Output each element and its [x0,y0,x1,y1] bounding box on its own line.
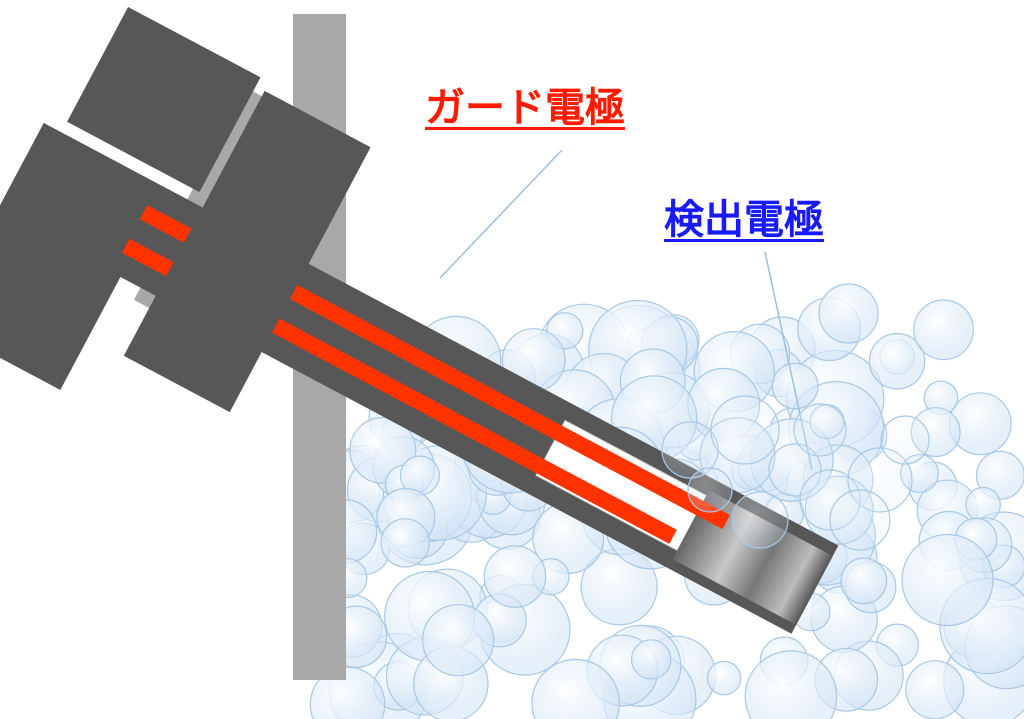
bubble [710,395,780,465]
bubble [913,299,974,361]
bubble [706,660,742,696]
bubble [965,486,1001,523]
bubble [380,518,430,568]
probe-head-block-upper [67,6,261,193]
bubble [631,639,672,680]
bubble [818,283,879,344]
bubble [531,658,620,719]
detection-electrode-tip [672,490,833,625]
bubble [829,489,891,551]
bubble [687,467,733,513]
bubble [309,666,386,719]
bubble [793,403,847,457]
bubble [731,491,789,549]
sensor-probe-icon [0,6,839,634]
bubble [905,660,965,719]
bubble [868,332,926,390]
bubble [744,650,838,719]
guard-electrode-label: ガード電極 [425,85,625,131]
bubble [483,545,547,608]
bubble [901,533,994,627]
guard-leader-line [439,149,563,279]
bubble [975,450,1024,500]
probe-head-block-right [123,90,371,413]
bubble-foam-front [661,395,930,551]
bubble [840,557,888,605]
bubble [771,362,819,410]
bubble [880,415,930,465]
detection-electrode-label: 検出電極 [664,197,824,243]
bubble [422,604,495,677]
probe-head-block-lower [0,204,122,390]
